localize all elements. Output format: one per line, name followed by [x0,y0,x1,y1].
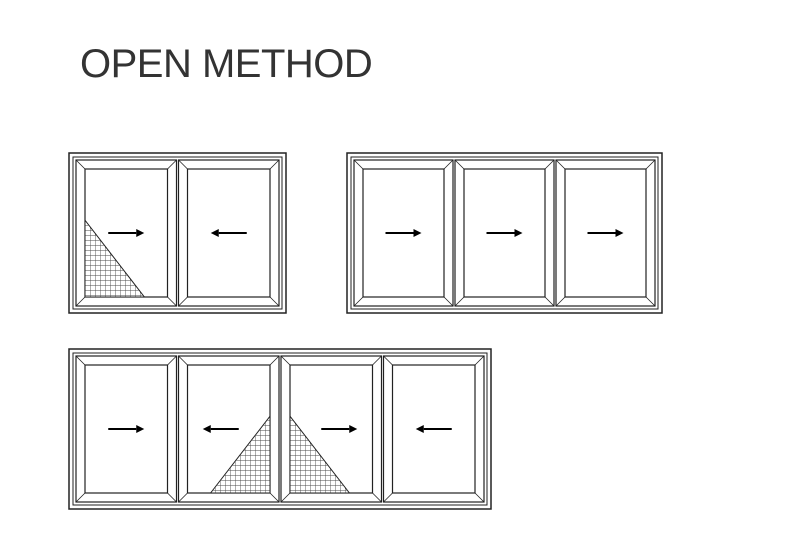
window-frame-four-panel [68,348,492,510]
arrow-left-icon [415,425,452,433]
bevel-line [269,492,280,503]
bevel-line [383,355,393,366]
bevel-line [443,296,454,307]
arrow-right-icon [587,229,624,237]
bevel-line [269,296,280,307]
sash-panel [353,159,454,307]
arrow-right-icon [108,425,145,433]
bevel-line [280,492,291,503]
arrow-right-icon [385,229,422,237]
sash-panel [382,355,485,503]
bevel-line [372,492,382,503]
bevel-line [372,355,382,366]
sash-panel [177,159,280,307]
bevel-line [443,159,454,170]
sash-panel [177,355,280,503]
bevel-line [474,492,485,503]
bevel-line [178,355,188,366]
bevel-line [555,159,566,170]
bevel-line [75,159,86,170]
diagram-title: OPEN METHOD [80,42,373,86]
sash-panel [75,159,178,307]
bevel-line [474,355,485,366]
insect-screen [289,414,351,494]
glass-pane [463,168,546,298]
sash-panel [75,355,178,503]
bevel-line [167,296,177,307]
sash-panel [280,355,383,503]
insect-screen [84,218,146,298]
arrow-left-icon [202,425,239,433]
bevel-line [544,159,555,170]
bevel-line [75,492,86,503]
bevel-line [269,355,280,366]
arrow-right-icon [486,229,523,237]
bevel-line [75,355,86,366]
bevel-line [167,159,177,170]
bevel-line [167,492,177,503]
bevel-line [555,296,566,307]
bevel-line [454,296,465,307]
sash-panel [555,159,656,307]
frame-inner [72,156,283,310]
bevel-line [645,159,656,170]
bevel-line [383,492,393,503]
bevel-line [75,296,86,307]
bevel-line [353,159,364,170]
arrow-right-icon [321,425,358,433]
window-frame-three-panel [346,152,663,314]
bevel-line [280,355,291,366]
sash-panel [454,159,555,307]
bevel-line [178,296,188,307]
window-frame-two-panel [68,152,287,314]
bevel-line [454,159,465,170]
arrow-left-icon [210,229,247,237]
bevel-line [353,296,364,307]
frame-inner [72,352,488,506]
bevel-line [269,159,280,170]
insect-screen [209,414,271,494]
frame-inner [350,156,659,310]
arrow-right-icon [108,229,145,237]
bevel-line [645,296,656,307]
bevel-line [167,355,177,366]
bevel-line [178,492,188,503]
bevel-line [544,296,555,307]
bevel-line [178,159,188,170]
